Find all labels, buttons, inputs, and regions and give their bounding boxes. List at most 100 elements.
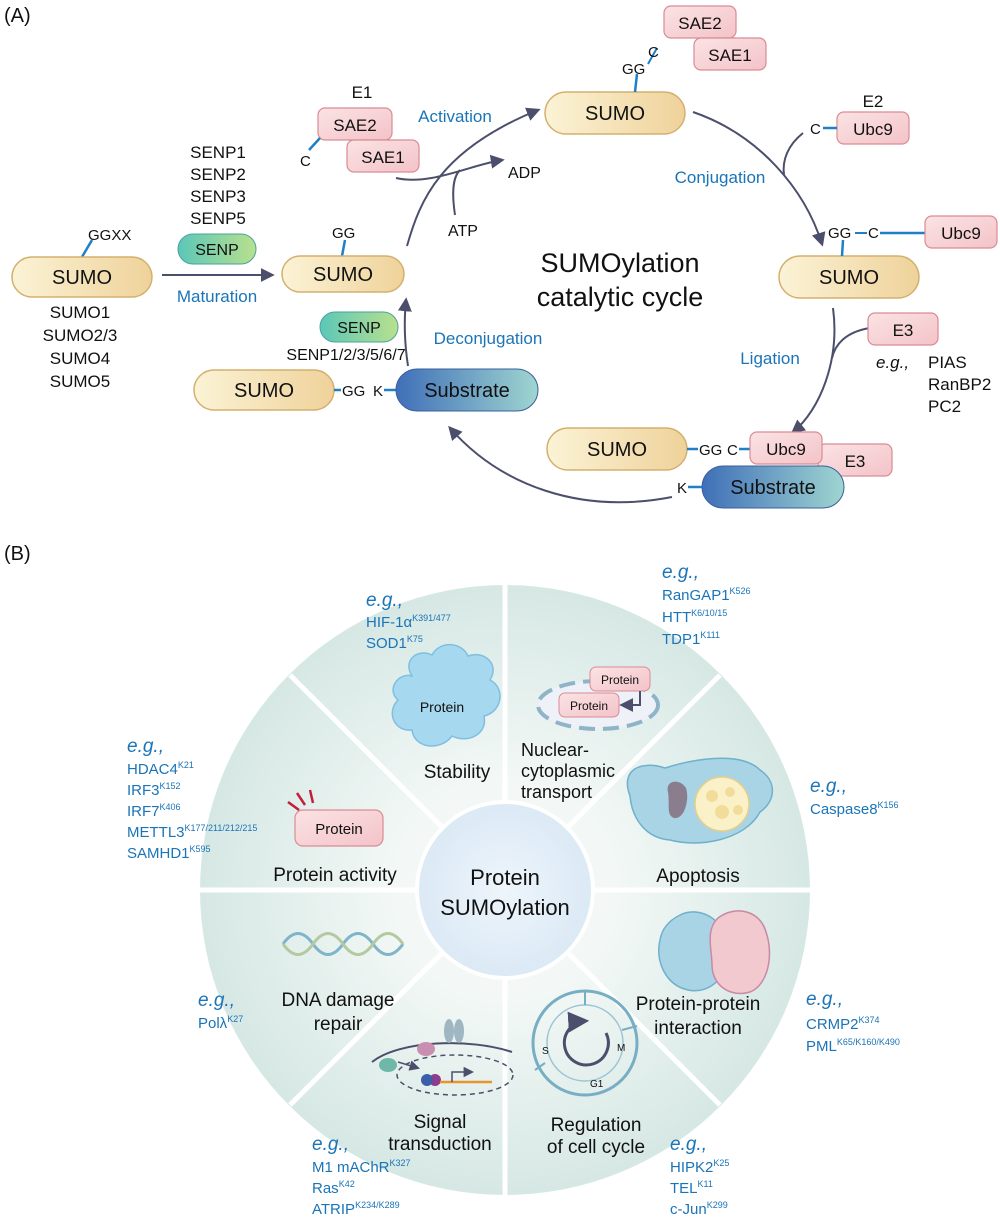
signal-arrow: [397, 1060, 421, 1071]
nucleus-outline-icon: [396, 1054, 514, 1096]
ppi-title-line1: Protein-protein: [636, 994, 761, 1015]
thioester-gg-link: [840, 239, 845, 257]
activity-spark-3-icon: [308, 789, 315, 804]
signal-protein-1: [417, 1042, 435, 1056]
activity-spark-2-icon: [295, 792, 307, 806]
center-label-line2: SUMOylation: [440, 895, 570, 920]
ppi-example-1: CRMP2K374: [806, 1015, 880, 1033]
receptor-icon-2: [454, 1019, 464, 1043]
activated-cys-label: C: [648, 44, 659, 61]
organelle-icon: [667, 781, 688, 819]
cell-cycle-example-2: TELK11: [670, 1179, 713, 1197]
complex-substrate-label: Substrate: [730, 477, 816, 499]
ligation-e3-label: E3: [893, 321, 914, 340]
ligation-example-2: RanBP2: [928, 375, 991, 394]
conjugated-gg-label: GG: [342, 383, 365, 400]
cell-cycle-title-line1: Regulation: [551, 1115, 642, 1136]
e1-sae1-label: SAE1: [361, 148, 404, 167]
dna-eg: e.g.,: [198, 990, 235, 1011]
activated-sae1-label: SAE1: [708, 46, 751, 65]
transcription-factor-2: [421, 1074, 433, 1086]
mature-sumo-label: SUMO: [313, 264, 373, 286]
activity-title: Protein activity: [273, 865, 397, 886]
conjugated-substrate-label: Substrate: [424, 380, 510, 402]
activated-sumo-pill: [544, 91, 686, 135]
activity-example-1: HDAC4K21: [127, 760, 194, 778]
deconjugation-label: Deconjugation: [434, 329, 543, 348]
thioester-sumo-pill: [778, 255, 920, 299]
ligation-example-3: PC2: [928, 397, 961, 416]
cell-cycle-eg: e.g.,: [670, 1134, 707, 1155]
apoptotic-body-4: [733, 805, 743, 815]
e2-join-curve: [782, 132, 804, 176]
e1-sae1-box: [346, 139, 420, 173]
dna-strand-2-icon: [281, 932, 405, 956]
deconjugation-proteases: SENP1/2/3/5/6/7: [286, 347, 405, 364]
e1-label: E1: [352, 83, 373, 102]
import-arrow: [619, 691, 641, 712]
isoform-2: SUMO2/3: [43, 326, 118, 345]
maturation-protease-4: SENP5: [190, 209, 246, 228]
transport-example-1: RanGAP1K526: [662, 586, 751, 604]
protein-b-icon: [709, 910, 771, 995]
segment-apoptosis: Apoptosis e.g., Caspase8K156: [626, 757, 899, 887]
center-label-line1: Protein: [470, 865, 540, 890]
transport-eg: e.g.,: [662, 562, 699, 583]
divider-bottom-left: [288, 945, 450, 1107]
fragmented-nucleus-icon: [694, 776, 750, 832]
atp-label: ATP: [448, 223, 478, 240]
transcription-arrow: [451, 1066, 475, 1082]
stability-title: Stability: [424, 762, 491, 783]
complex-sumo-label: SUMO: [587, 439, 647, 461]
mature-link: [340, 239, 347, 257]
e2-cys-label: C: [810, 121, 821, 138]
stability-example-2: SOD1K75: [366, 634, 423, 652]
phase-tick-3: [534, 1062, 546, 1071]
phase-s: S: [542, 1046, 549, 1057]
complex-ubc9-box: [749, 431, 823, 465]
apoptotic-body-3: [715, 805, 729, 819]
transport-protein-outer-label: Protein: [601, 673, 639, 687]
deconjugation-senp-pill: [319, 311, 399, 343]
complex-gg-label: GG: [699, 442, 722, 459]
cycle-title-line2: catalytic cycle: [537, 282, 704, 312]
apoptosis-title: Apoptosis: [656, 866, 739, 887]
precursor-tail-label: GGXX: [88, 227, 131, 244]
conjugated-sumo-label: SUMO: [234, 380, 294, 402]
mature-sumo: GG SUMO: [281, 225, 405, 293]
activity-protein-label: Protein: [315, 821, 363, 838]
transport-protein-outer: [589, 666, 651, 692]
cycle-title-line1: SUMOylation: [540, 248, 699, 278]
activated-gg-label: GG: [622, 61, 645, 78]
signal-protein-2: [379, 1058, 397, 1072]
ligation-e3-box: [867, 312, 939, 346]
e2-label: E2: [863, 92, 884, 111]
activity-example-5: SAMHD1K595: [127, 844, 211, 862]
activity-example-4: METTL3K177/211/212/215: [127, 823, 257, 841]
stability-eg: e.g.,: [366, 590, 403, 611]
segment-stability: Protein Stability e.g., HIF-1αK391/477 S…: [366, 590, 501, 783]
maturation-step: SENP1 SENP2 SENP3 SENP5 SENP Maturation: [162, 143, 275, 306]
signal-example-1: M1 mAChRK327: [312, 1158, 411, 1176]
center-hub: [415, 800, 595, 980]
phase-g1: G1: [590, 1079, 604, 1090]
deconjugation-step: SENP SENP1/2/3/5/6/7 Deconjugation: [286, 297, 543, 367]
ligation-eg: e.g.,: [876, 353, 909, 372]
divider-top-right: [560, 673, 722, 835]
segment-transport: Protein Protein Nuclear- cytoplasmic tra…: [521, 562, 751, 802]
activity-protein-box: [294, 809, 384, 847]
cell-cycle-example-1: HIPK2K25: [670, 1158, 729, 1176]
maturation-protease-3: SENP3: [190, 187, 246, 206]
e2-ubc9-label: Ubc9: [853, 120, 893, 139]
isoform-3: SUMO4: [50, 349, 110, 368]
activity-example-3: IRF7K406: [127, 802, 181, 820]
segment-activity: Protein Protein activity e.g., HDAC4K21 …: [127, 736, 397, 886]
thioester-cys-label: C: [868, 225, 879, 242]
segment-signal: Signal transduction e.g., M1 mAChRK327 R…: [312, 1019, 514, 1218]
receptor-icon-1: [444, 1019, 454, 1043]
wheel-dividers: [200, 585, 810, 1195]
isoform-1: SUMO1: [50, 303, 110, 322]
complex-ubc9-label: Ubc9: [766, 440, 806, 459]
signal-title-line1: Signal: [414, 1112, 467, 1133]
